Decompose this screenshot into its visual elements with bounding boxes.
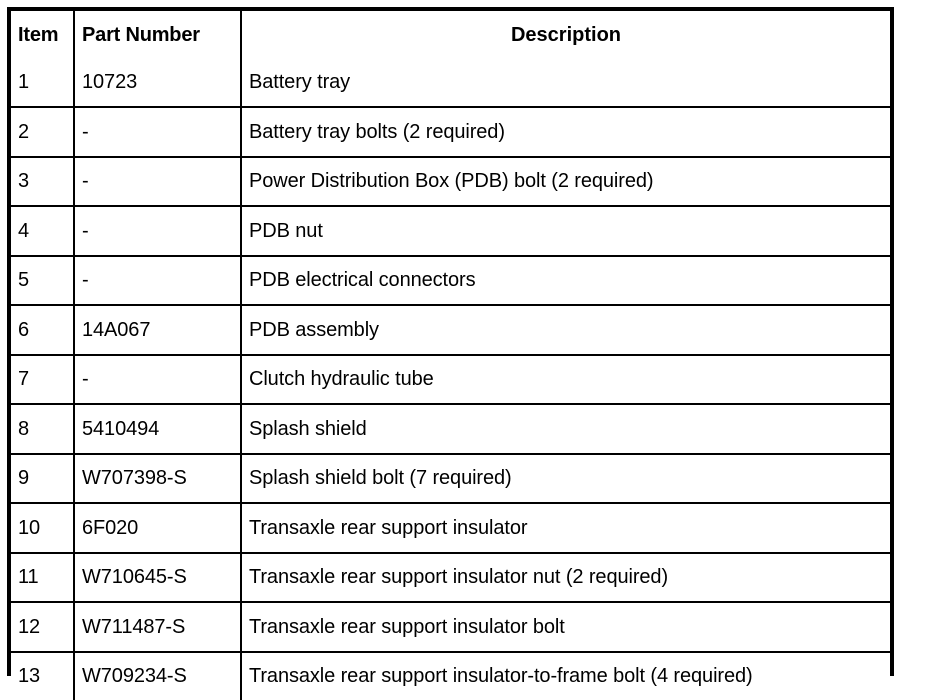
table-row: 4-PDB nut [11, 206, 890, 256]
cell-item: 13 [11, 652, 74, 700]
cell-part-number: W707398-S [74, 454, 241, 504]
cell-description: Splash shield bolt (7 required) [241, 454, 890, 504]
cell-item: 6 [11, 305, 74, 355]
cell-description: Transaxle rear support insulator-to-fram… [241, 652, 890, 700]
cell-description: PDB electrical connectors [241, 256, 890, 306]
table-row: 3-Power Distribution Box (PDB) bolt (2 r… [11, 157, 890, 207]
cell-description: Power Distribution Box (PDB) bolt (2 req… [241, 157, 890, 207]
table-header-row: Item Part Number Description [11, 11, 890, 59]
parts-table-header: Item Part Number Description [11, 11, 890, 59]
cell-part-number: W709234-S [74, 652, 241, 700]
column-header-item: Item [11, 11, 74, 59]
cell-part-number: - [74, 206, 241, 256]
cell-part-number: 5410494 [74, 404, 241, 454]
cell-part-number: W711487-S [74, 602, 241, 652]
cell-description: PDB nut [241, 206, 890, 256]
cell-description: Battery tray [241, 59, 890, 108]
cell-part-number: W710645-S [74, 553, 241, 603]
column-header-description: Description [241, 11, 890, 59]
cell-part-number: - [74, 355, 241, 405]
cell-description: PDB assembly [241, 305, 890, 355]
table-row: 7-Clutch hydraulic tube [11, 355, 890, 405]
cell-item: 11 [11, 553, 74, 603]
cell-part-number: 6F020 [74, 503, 241, 553]
cell-description: Splash shield [241, 404, 890, 454]
cell-item: 7 [11, 355, 74, 405]
cell-item: 10 [11, 503, 74, 553]
cell-description: Battery tray bolts (2 required) [241, 107, 890, 157]
cell-item: 9 [11, 454, 74, 504]
cell-part-number: 14A067 [74, 305, 241, 355]
column-header-part-number: Part Number [74, 11, 241, 59]
cell-item: 8 [11, 404, 74, 454]
table-row: 5-PDB electrical connectors [11, 256, 890, 306]
cell-description: Transaxle rear support insulator nut (2 … [241, 553, 890, 603]
cell-description: Transaxle rear support insulator bolt [241, 602, 890, 652]
cell-part-number: - [74, 157, 241, 207]
table-row: 2-Battery tray bolts (2 required) [11, 107, 890, 157]
cell-description: Transaxle rear support insulator [241, 503, 890, 553]
cell-item: 5 [11, 256, 74, 306]
cell-part-number: 10723 [74, 59, 241, 108]
cell-part-number: - [74, 256, 241, 306]
cell-item: 4 [11, 206, 74, 256]
cell-item: 12 [11, 602, 74, 652]
cell-item: 1 [11, 59, 74, 108]
cell-part-number: - [74, 107, 241, 157]
cell-description: Clutch hydraulic tube [241, 355, 890, 405]
cell-item: 2 [11, 107, 74, 157]
cell-item: 3 [11, 157, 74, 207]
